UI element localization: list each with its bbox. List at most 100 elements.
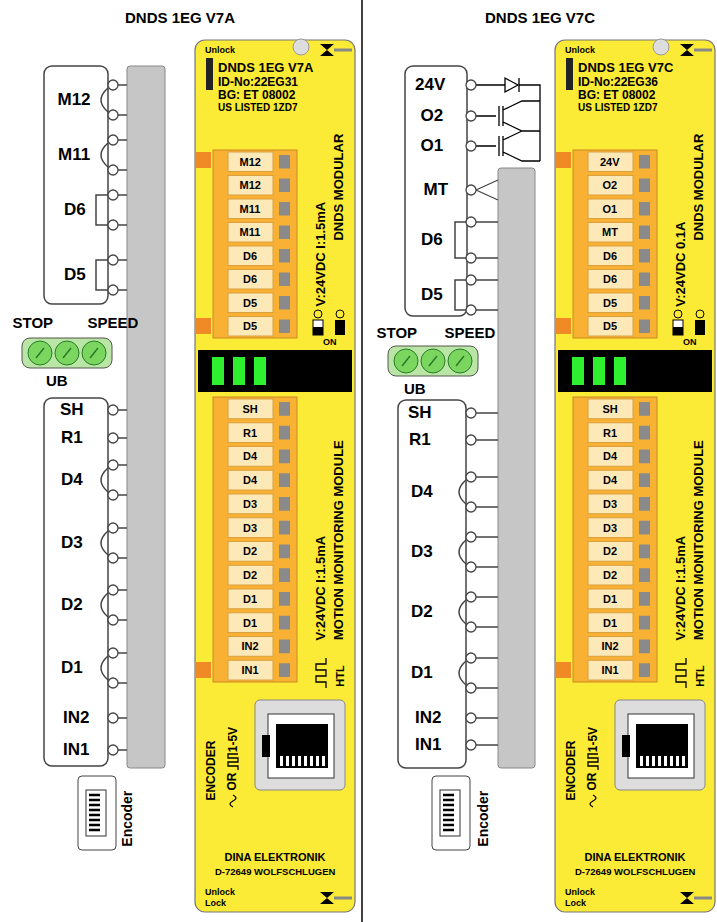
label-text: Unlock [205, 46, 235, 56]
label-text: D2 [603, 545, 617, 557]
diode-wire [476, 78, 540, 161]
label-text: O1 [421, 137, 444, 156]
label-text: Unlock [565, 46, 595, 56]
label-text: D3 [603, 522, 617, 534]
label-text: Unlock [565, 888, 595, 898]
label-text: D1 [603, 617, 617, 629]
label-text: SH [603, 403, 618, 415]
terminal-circle [108, 585, 118, 595]
terminal-group: M12M11D6D5 [40, 66, 112, 304]
label-text: MOTION MONITORING MODULE [692, 440, 706, 640]
title-label: DNDS 1EG V7C [485, 10, 595, 27]
label-text: UB [46, 373, 68, 390]
label-text: US LISTED 1ZD7 [578, 102, 657, 113]
label-text: ENCODER [205, 740, 218, 800]
terminal-circle [108, 745, 118, 755]
terminal-circle [108, 220, 118, 230]
label-text: D1 [61, 659, 83, 678]
terminal-circle [466, 622, 476, 632]
label-text: D4 [243, 450, 257, 462]
label-text: DNDS 1EG V7A [218, 61, 313, 75]
encoder-port [78, 776, 116, 850]
contact-symbol [96, 88, 108, 680]
label-text: D-72649 WOLFSCHLUGEN [215, 867, 335, 877]
encoder-port [432, 776, 470, 850]
label-text: R1 [243, 427, 257, 439]
led-group [22, 338, 112, 368]
terminal-circle [108, 110, 118, 120]
label-text: D4 [411, 483, 433, 502]
terminal-group: UnlockDNDS 1EG V7CID-No:22EG36BG: ET 080… [555, 40, 715, 912]
label-text: R1 [409, 431, 431, 450]
contact-symbol [455, 222, 467, 685]
terminals [108, 80, 476, 755]
label-text: ID-No:22EG36 [578, 76, 658, 89]
terminal-circle [108, 713, 118, 723]
terminal-circle [466, 253, 476, 263]
divider [361, 0, 363, 922]
terminal-circle [466, 740, 476, 750]
terminal-circle [108, 190, 118, 200]
label-text: DNDS 1EG V7C [578, 61, 673, 75]
title-label: DNDS 1EG V7A [125, 10, 235, 27]
label-text: D4 [243, 474, 257, 486]
label-text: D5 [603, 320, 617, 332]
terminal-circle [108, 460, 118, 470]
terminal-circle [108, 285, 118, 295]
label-text: D2 [603, 569, 617, 581]
label-text: D3 [243, 498, 257, 510]
label-text: HTL [693, 665, 705, 686]
label-text: MT [424, 181, 449, 200]
terminal-box [44, 66, 108, 304]
label-text: D-72649 WOLFSCHLUGEN [575, 867, 695, 877]
module-a [195, 39, 355, 912]
label-text: HTL [333, 665, 345, 686]
terminal-group: STOPSPEEDUB [10, 312, 130, 390]
label-text: IN1 [602, 664, 619, 676]
terminal-circle [108, 433, 118, 443]
label-text: DINA ELEKTRONIK [225, 851, 326, 863]
label-text: D6 [421, 231, 443, 250]
label-text: M11 [58, 146, 90, 165]
label-text: ENCODER [565, 740, 578, 800]
terminal-circle [108, 490, 118, 500]
terminal-circle [466, 532, 476, 542]
terminal-box [398, 400, 466, 768]
transistor-symbol [476, 101, 540, 161]
label-text: R1 [61, 429, 83, 448]
label-text: MT [602, 226, 618, 238]
label-text: V:24VDC I:1.5mA [314, 201, 328, 306]
wire [476, 180, 498, 745]
terminal-circle [466, 653, 476, 663]
label-text: O2 [603, 179, 618, 191]
label-text: D2 [61, 596, 83, 615]
label-text: M12 [58, 91, 91, 110]
label-text: R1 [603, 427, 617, 439]
label-text: D2 [243, 545, 257, 557]
label-text: D1 [243, 617, 257, 629]
terminal-circle [466, 111, 476, 121]
label-text: Encoder [476, 790, 491, 846]
label-text: STOP [377, 325, 418, 342]
terminal-circle [108, 80, 118, 90]
terminal-circle [466, 80, 476, 90]
terminal-circle [466, 141, 476, 151]
terminal-circle [466, 472, 476, 482]
bus-bar [127, 66, 165, 768]
label-text: 24V [600, 156, 620, 168]
label-text: D6 [243, 273, 257, 285]
label-text: O2 [421, 107, 444, 126]
terminal-circle [466, 408, 476, 418]
terminal-circle [466, 435, 476, 445]
module-b [555, 39, 715, 912]
label-text: IN1 [242, 664, 259, 676]
terminal-group: Encoder [76, 774, 140, 854]
terminal-circle [108, 135, 118, 145]
label-text: D1 [603, 593, 617, 605]
label-text: D5 [243, 320, 257, 332]
terminal-circle [466, 275, 476, 285]
wire [118, 85, 127, 750]
terminal-circle [466, 305, 476, 315]
label-text: UB [404, 381, 426, 398]
label-text: M12 [240, 156, 261, 168]
